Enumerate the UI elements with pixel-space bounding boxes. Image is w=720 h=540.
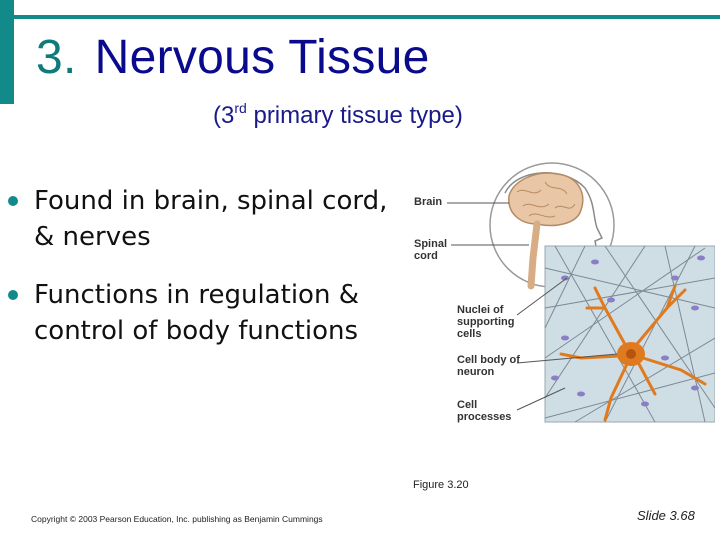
neuron-processes <box>559 284 707 422</box>
figure-caption: Figure 3.20 <box>413 479 469 491</box>
spinal-cord-shape <box>527 220 541 290</box>
bullet-item: Found in brain, spinal cord, & nerves <box>8 183 394 255</box>
slide-subtitle: (3rd primary tissue type) <box>213 100 463 130</box>
title-text: Nervous Tissue <box>94 31 430 84</box>
label-cell-processes: Cell processes <box>457 399 512 423</box>
label-cell-body: Cell body of neuron <box>457 354 520 378</box>
subtitle-superscript: rd <box>234 100 247 116</box>
copyright-footer: Copyright © 2003 Pearson Education, Inc.… <box>31 514 323 524</box>
top-accent-rule <box>14 15 720 19</box>
brain-folds <box>516 181 576 218</box>
label-leader-lines <box>447 202 618 411</box>
bullet-text: Functions in regulation & control of bod… <box>34 280 359 346</box>
supporting-cell-nuclei <box>551 255 705 407</box>
subtitle-suffix: primary tissue type) <box>246 102 463 129</box>
figure-illustration <box>447 162 716 423</box>
tissue-panel <box>544 245 716 423</box>
slide-number: Slide 3.68 <box>637 508 695 523</box>
left-accent-bar <box>0 0 14 104</box>
subtitle-prefix: (3 <box>213 102 235 129</box>
label-brain: Brain <box>414 196 443 208</box>
bullet-text: Found in brain, spinal cord, & nerves <box>34 186 388 252</box>
title-number: 3. <box>36 31 77 84</box>
bullet-item: Functions in regulation & control of bod… <box>8 277 394 349</box>
brain-shape <box>508 172 584 227</box>
nervous-tissue-figure: Brain Spinal cord Nuclei of supporting c… <box>405 158 716 428</box>
bullet-dot-icon <box>8 290 18 300</box>
label-nuclei-supporting-cells: Nuclei of supporting cells <box>457 304 515 340</box>
tissue-fibers <box>544 245 716 423</box>
slide-title: 3. Nervous Tissue <box>36 30 430 85</box>
label-spinal-cord: Spinal cord <box>414 238 448 262</box>
bullet-dot-icon <box>8 196 18 206</box>
neuron-nucleus <box>626 349 636 359</box>
